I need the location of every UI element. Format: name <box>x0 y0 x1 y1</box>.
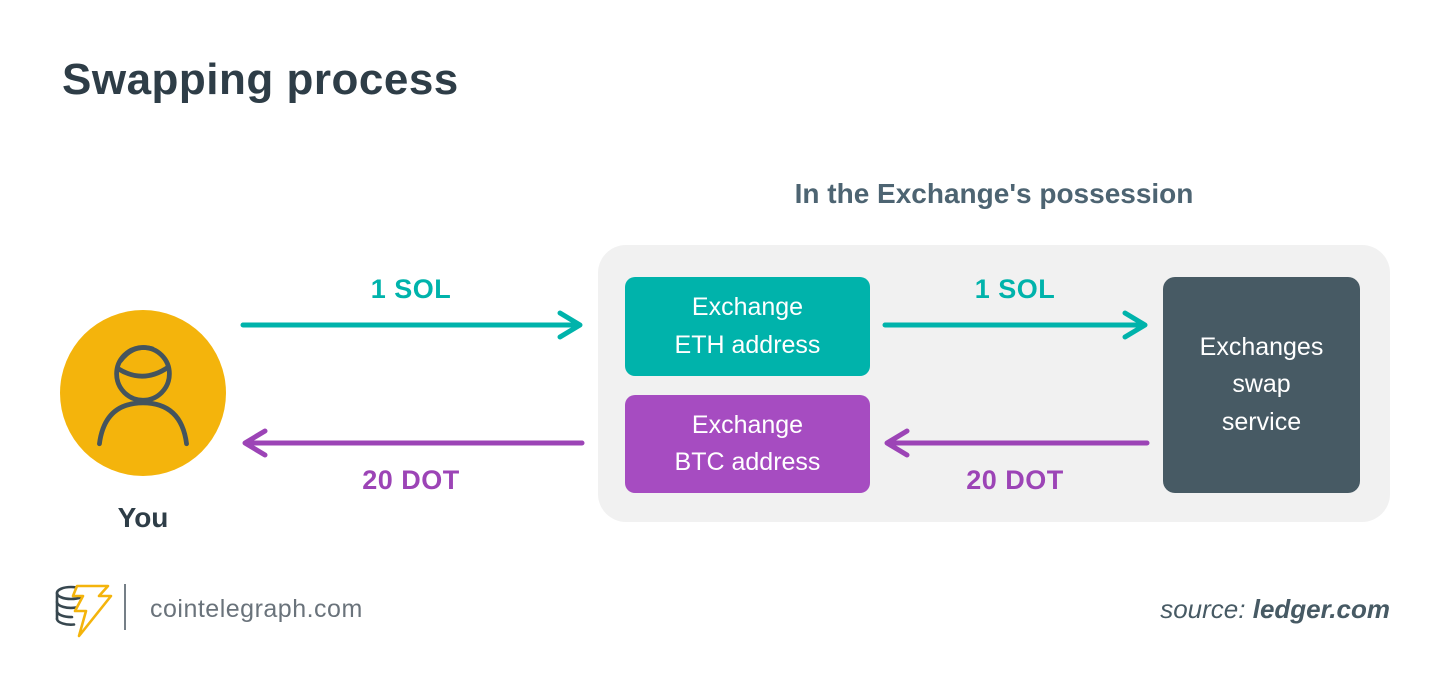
swap-box-line1: Exchanges <box>1199 332 1324 361</box>
exchanges-swap-service-box: Exchanges swap service <box>1163 277 1360 493</box>
actor-label: You <box>117 502 169 533</box>
exchange-btc-address-box: Exchange BTC address <box>625 395 870 493</box>
page-title: Swapping process <box>62 55 459 104</box>
footer-divider <box>124 584 126 630</box>
exchange-eth-address-box: Exchange ETH address <box>625 277 870 376</box>
eth-box-line2: ETH address <box>674 330 821 359</box>
person-icon <box>77 325 209 462</box>
exchange-possession-heading: In the Exchange's possession <box>794 178 1194 209</box>
sol-outer-label: 1 SOL <box>370 274 452 304</box>
dot-outer-arrow-icon <box>240 423 585 468</box>
source-prefix: source: <box>1160 594 1253 624</box>
dot-outer-label: 20 DOT <box>362 465 460 495</box>
cointelegraph-logo-icon <box>52 578 114 647</box>
user-avatar <box>60 310 226 476</box>
sol-inner-arrow-icon <box>882 305 1150 350</box>
btc-box-line1: Exchange <box>691 410 804 439</box>
btc-box-line2: BTC address <box>674 448 821 476</box>
source-name: ledger.com <box>1252 594 1390 624</box>
eth-box-line1: Exchange <box>691 293 804 321</box>
sol-outer-arrow-icon <box>240 305 585 350</box>
cointelegraph-site-text: cointelegraph.com <box>150 595 363 623</box>
dot-inner-arrow-icon <box>882 423 1150 468</box>
source-attribution: source: ledger.com <box>1160 594 1390 625</box>
swap-box-line3: service <box>1221 407 1302 436</box>
sol-inner-label: 1 SOL <box>974 274 1056 304</box>
swap-box-line2: swap <box>1232 370 1291 399</box>
dot-inner-label: 20 DOT <box>966 465 1064 495</box>
